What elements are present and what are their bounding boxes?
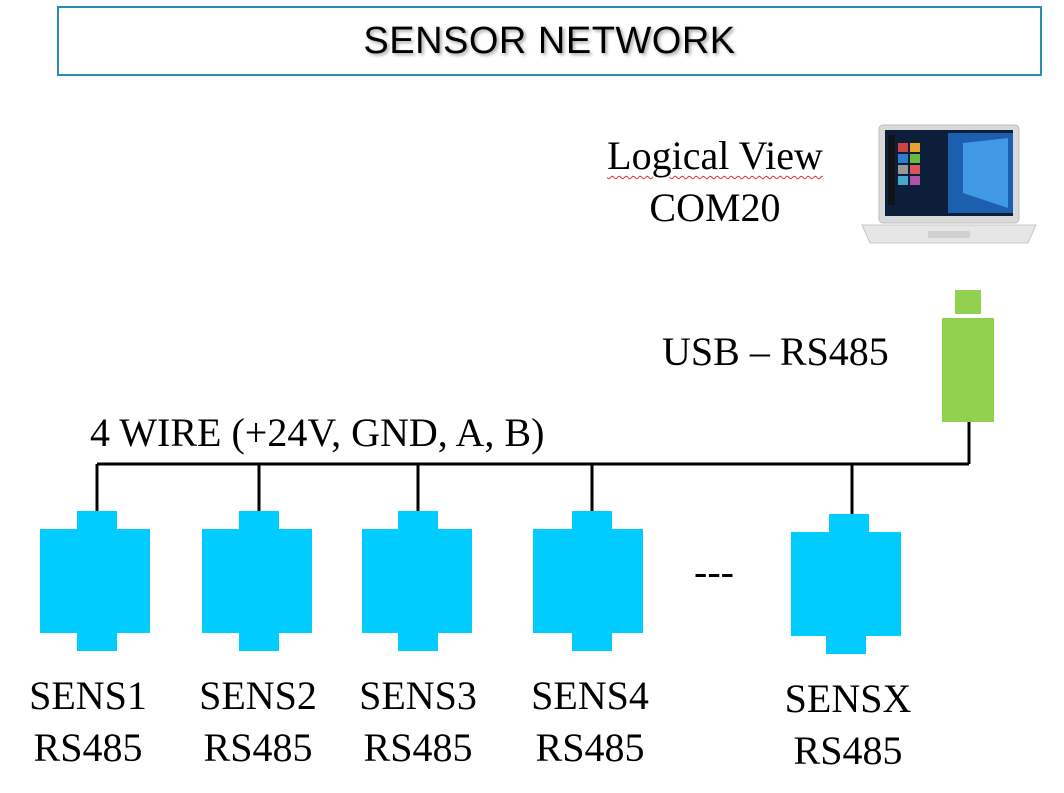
sensor-body xyxy=(202,529,312,633)
sensor-bottom-connector xyxy=(239,633,279,651)
sensor-name: SENS4 xyxy=(531,673,649,718)
title-box: SENSOR NETWORK xyxy=(57,6,1042,76)
sensor-type: RS485 xyxy=(203,725,313,770)
sensor-body xyxy=(40,529,150,633)
sensor-sens1 xyxy=(40,511,150,651)
diagram-title: SENSOR NETWORK xyxy=(363,19,736,62)
sensor-label-sens2: SENS2 RS485 xyxy=(178,670,338,774)
sensor-type: RS485 xyxy=(535,725,645,770)
bus-wires xyxy=(95,422,971,514)
logical-view-com-port: COM20 xyxy=(649,185,781,230)
sensor-label-sens1: SENS1 RS485 xyxy=(8,670,168,774)
sensor-label-sensx: SENSX RS485 xyxy=(768,673,928,777)
logical-view-label: Logical View COM20 xyxy=(560,130,870,234)
sensor-sens4 xyxy=(533,511,643,651)
sensor-name: SENS2 xyxy=(199,673,317,718)
sensor-type: RS485 xyxy=(33,725,143,770)
sensor-name: SENSX xyxy=(784,676,912,721)
sensor-top-connector xyxy=(77,511,117,529)
sensor-bottom-connector xyxy=(572,633,612,651)
sensor-top-connector xyxy=(572,511,612,529)
sensor-sens3 xyxy=(362,511,472,651)
sensor-top-connector xyxy=(398,511,438,529)
sensor-type: RS485 xyxy=(363,725,473,770)
sensor-label-sens3: SENS3 RS485 xyxy=(338,670,498,774)
sensor-top-connector xyxy=(239,511,279,529)
sensor-label-sens4: SENS4 RS485 xyxy=(510,670,670,774)
sensor-bottom-connector xyxy=(77,633,117,651)
sensor-sensx xyxy=(791,514,901,654)
sensor-sens2 xyxy=(202,511,312,651)
logical-view-line1: Logical View xyxy=(607,133,823,178)
more-sensors-ellipsis: --- xyxy=(694,549,734,594)
sensor-name: SENS1 xyxy=(29,673,147,718)
sensor-name: SENS3 xyxy=(359,673,477,718)
sensor-body xyxy=(362,529,472,633)
sensor-body xyxy=(791,532,901,636)
laptop-icon xyxy=(861,124,1037,244)
sensor-bottom-connector xyxy=(398,633,438,651)
sensor-top-connector xyxy=(829,514,869,532)
usb-rs485-label: USB – RS485 xyxy=(662,329,889,374)
sensor-bottom-connector xyxy=(826,636,866,654)
sensor-type: RS485 xyxy=(793,728,903,773)
bus-wire-label: 4 WIRE (+24V, GND, A, B) xyxy=(90,410,545,455)
sensor-body xyxy=(533,529,643,633)
usb-rs485-adapter-icon xyxy=(942,290,994,422)
